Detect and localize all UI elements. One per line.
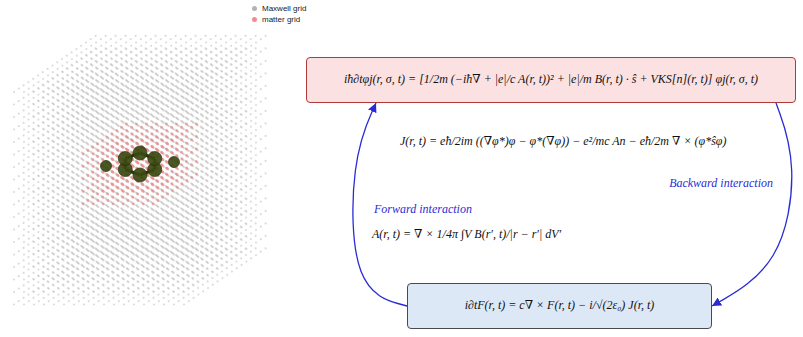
figure: Maxwell gridmatter gridiħ∂tφj(r, σ, t) =… [0, 0, 803, 337]
